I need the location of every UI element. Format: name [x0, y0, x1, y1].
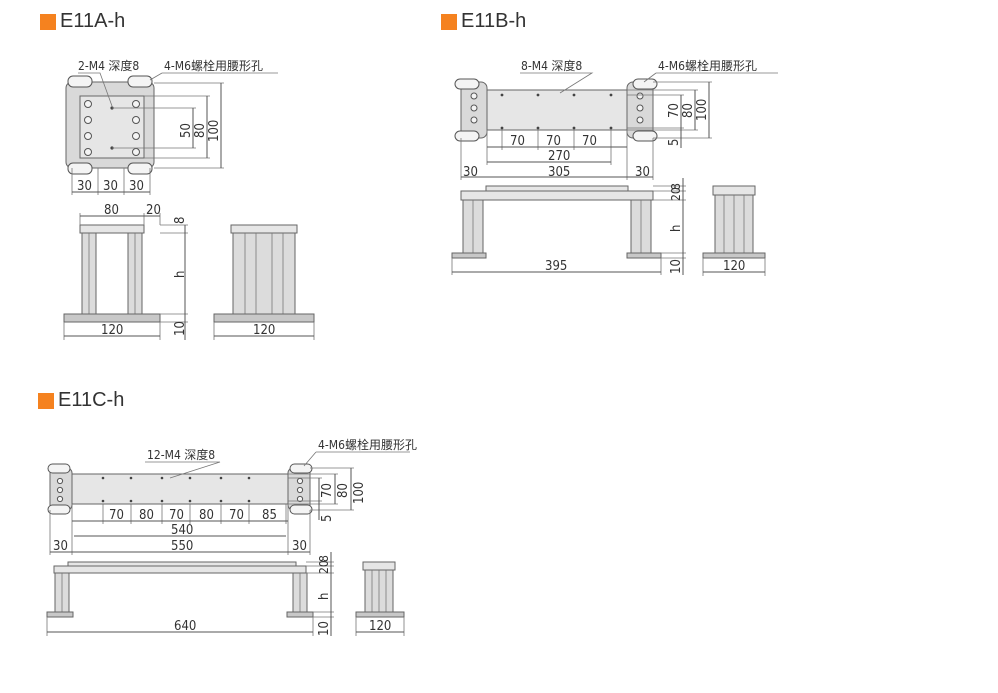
a-top-view: [65, 72, 278, 195]
dim: 395: [545, 259, 567, 274]
dim: 80: [193, 123, 208, 138]
c-slot-note: 4-M6螺栓用腰形孔: [318, 437, 417, 452]
dim: 5: [320, 515, 335, 522]
c-front-view: [46, 552, 334, 636]
dim: 8: [173, 217, 188, 224]
a-tap-note: 2-M4 深度8: [78, 58, 139, 73]
section-title-c: E11C-h: [38, 389, 124, 412]
dim: 30: [53, 539, 68, 554]
orange-square-icon: [38, 392, 54, 409]
dim: 70: [667, 103, 682, 118]
dim: 70: [169, 508, 184, 523]
dim: 70: [582, 134, 597, 149]
dim: 80: [199, 508, 214, 523]
dim: 70: [510, 134, 525, 149]
dim: 100: [695, 99, 710, 121]
dim: 70: [546, 134, 561, 149]
title-text: E11B-h: [461, 10, 527, 32]
title-text: E11C-h: [58, 389, 125, 411]
c-tap-note: 12-M4 深度8: [147, 447, 215, 462]
dim: 8: [317, 555, 331, 562]
dim: 70: [320, 483, 335, 498]
b-tap-note: 8-M4 深度8: [521, 58, 582, 73]
dim: 10: [173, 321, 188, 336]
dim: 20: [669, 187, 683, 201]
dim: 640: [174, 619, 196, 634]
a-side-view: [213, 224, 315, 340]
dim: 30: [635, 165, 650, 180]
dim: 80: [104, 203, 119, 218]
dim: 8: [669, 183, 683, 190]
dim: 70: [109, 508, 124, 523]
dim: 10: [317, 621, 332, 636]
dim: 80: [336, 483, 351, 498]
dim: 20: [146, 203, 161, 218]
a-slot-note: 4-M6螺栓用腰形孔: [164, 58, 263, 73]
dim: 50: [179, 123, 194, 138]
dim: 100: [352, 482, 367, 504]
dim: 10: [669, 259, 684, 274]
dim: 120: [253, 323, 275, 338]
dim: 120: [101, 323, 123, 338]
dim: 540: [171, 523, 193, 538]
b-slot-note: 4-M6螺栓用腰形孔: [658, 58, 757, 73]
title-text: E11A-h: [60, 10, 126, 32]
dim: h: [669, 225, 684, 232]
dim: 100: [207, 120, 222, 142]
dim: 120: [723, 259, 745, 274]
c-top-view: [47, 451, 410, 555]
dim: 30: [129, 179, 144, 194]
b-front-view: [451, 178, 686, 275]
c-side-view: [355, 561, 405, 636]
dim: 70: [229, 508, 244, 523]
dim: 305: [548, 165, 570, 180]
dim: 30: [463, 165, 478, 180]
section-title-a: E11A-h: [40, 10, 125, 33]
dim: 550: [171, 539, 193, 554]
dim: 30: [103, 179, 118, 194]
dim: 80: [681, 103, 696, 118]
dim: h: [317, 593, 332, 600]
dim: 30: [77, 179, 92, 194]
orange-square-icon: [441, 13, 457, 30]
section-title-b: E11B-h: [441, 10, 526, 33]
dim: 30: [292, 539, 307, 554]
dim: 80: [139, 508, 154, 523]
dim: 5: [667, 139, 682, 146]
b-side-view: [702, 185, 766, 276]
dim: h: [173, 271, 188, 278]
dim: 120: [369, 619, 391, 634]
dim: 20: [317, 560, 331, 574]
b-top-view: [454, 72, 778, 180]
orange-square-icon: [40, 13, 56, 30]
dim: 85: [262, 508, 277, 523]
dim: 270: [548, 149, 570, 164]
a-front-view: [63, 213, 188, 340]
